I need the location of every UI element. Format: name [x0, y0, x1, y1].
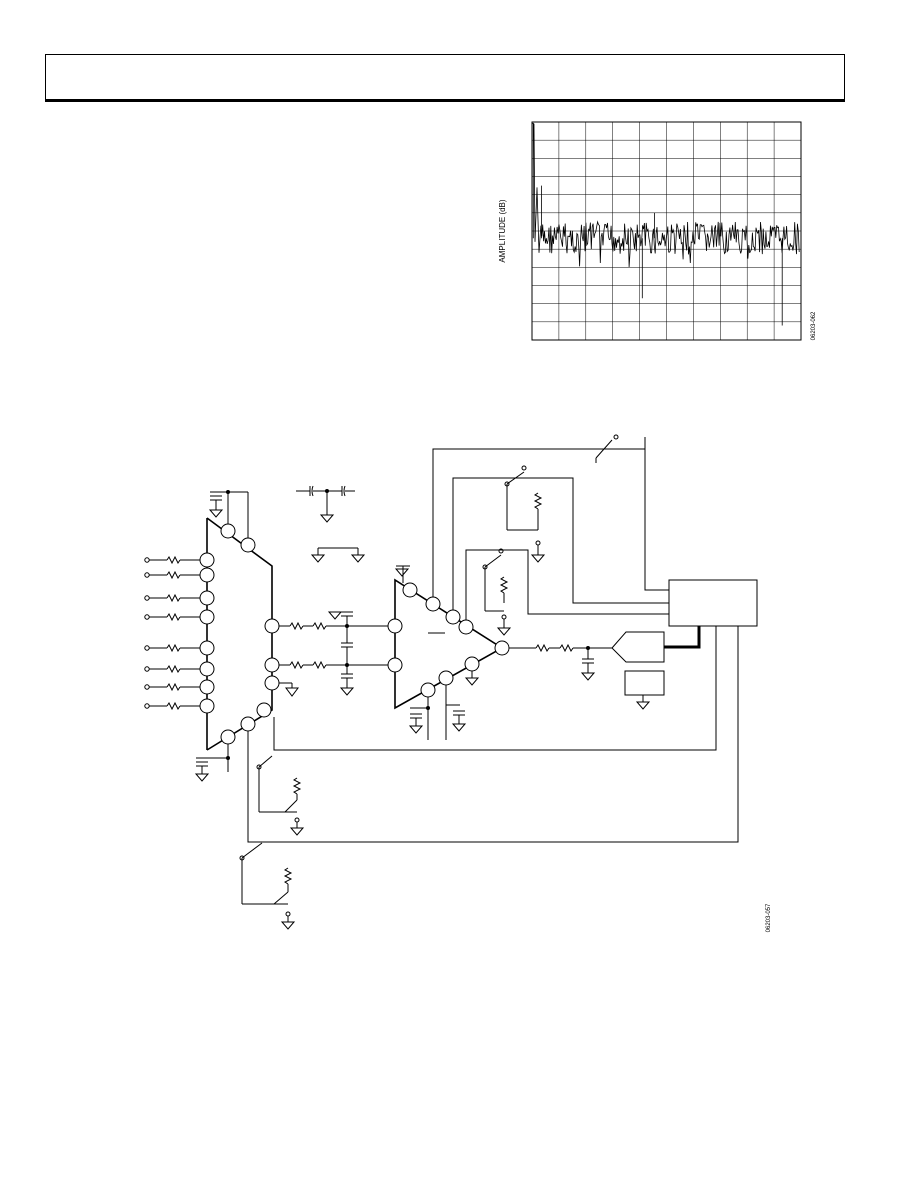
mux-inputs: [144, 552, 215, 714]
schematic-diagram: [144, 434, 758, 930]
page-header-box: [45, 54, 845, 102]
schematic-figure-id: 06203-057: [766, 903, 772, 932]
mux-input-line: [144, 609, 215, 625]
pga-outline: [394, 578, 504, 710]
spectrum-trace: [531, 122, 800, 326]
mux-input-line: [144, 698, 215, 714]
mux-input-line: [144, 552, 215, 568]
mux-outline: [206, 517, 273, 751]
y-axis-label: AMPLITUDE (dB): [498, 199, 507, 262]
mux-input-line: [144, 661, 215, 677]
mux-input-line: [144, 679, 215, 695]
reference-block: [624, 670, 665, 696]
chart-figure-id: 06203-062: [811, 311, 817, 340]
adc-block: [611, 631, 665, 663]
mux-input-line: [144, 590, 215, 606]
controller-block: [668, 579, 758, 627]
mux-input-line: [144, 640, 215, 656]
spectrum-chart: AMPLITUDE (dB) 06203-062: [498, 121, 817, 341]
mux-input-line: [144, 567, 215, 583]
